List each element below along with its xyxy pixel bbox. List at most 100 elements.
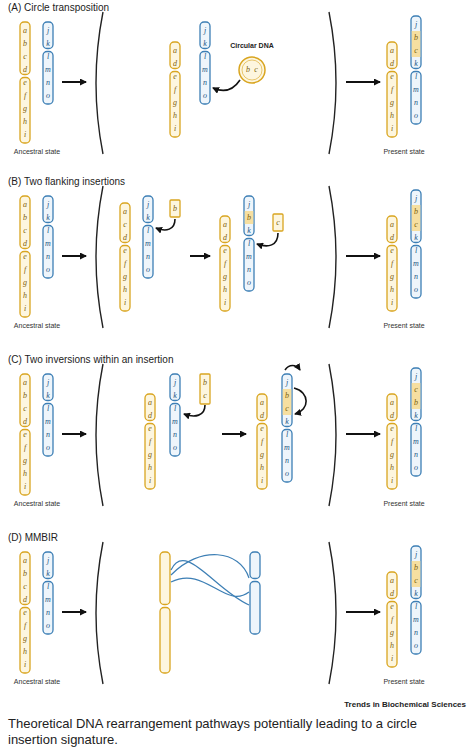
state-label: Present state [344,678,464,685]
gene-letter: i [386,124,398,134]
gene-letter: m [142,239,154,249]
gene-letter: e [386,424,398,434]
chromosome-arm [244,239,254,292]
gene-letter: n [410,98,422,108]
gene-letter: n [199,78,211,88]
template-switch-line [171,555,249,578]
gene-letter: b [19,39,31,49]
chromosome-arm [43,52,53,105]
gene-letter: l [281,430,293,440]
gene-letter: m [42,65,54,75]
gene-letter: h [386,641,398,651]
gene-letter: a [169,46,181,56]
state-label: Ancestral state [0,148,97,155]
chromosome-arm [170,72,180,138]
gene-letter: n [42,608,54,618]
gene-letter: b [19,213,31,223]
gene-letter: d [219,233,231,243]
gene-letter: e [169,72,181,82]
gene-letter: b [410,33,422,43]
gene-letter: f [19,91,31,101]
panel-title: (B) Two flanking insertions [8,176,125,187]
gene-letter: e [19,608,31,618]
gene-letter: k [169,391,181,401]
gene-letter: m [410,85,422,95]
gene-letter: e [386,246,398,256]
gene-letter: d [169,59,181,69]
gene-letter: d [19,595,31,605]
bracket [96,364,103,506]
state-label: Present state [344,500,464,507]
chromosome-arm [411,246,421,299]
gene-letter: c [410,576,422,586]
gene-letter: n [410,272,422,282]
gene-letter: d [386,411,398,421]
chromosome-arm [43,374,53,401]
gene-letter: l [169,404,181,414]
gene-letter: o [281,469,293,479]
gene-letter: c [119,220,131,230]
panel-title: (C) Two inversions within an insertion [8,354,173,365]
gene-letter: i [219,298,231,308]
gene-letter: j [281,378,293,388]
chromosome-arm [244,196,254,236]
insertion-arrow [213,80,240,90]
chromosome-arm [20,22,30,75]
chromosome-arm [20,196,30,249]
gene-letter: g [169,98,181,108]
step-arrow [62,433,86,435]
gene-letter: e [219,246,231,256]
gene-letter: e [144,424,156,434]
gene-letter: b [281,391,293,401]
gene-letter: g [19,104,31,114]
gene-letter: c [272,218,284,228]
chromosome-arm [20,552,30,605]
step-arrow [346,433,380,435]
gene-letter: f [119,259,131,269]
gene-letter: e [386,72,398,82]
state-label: Ancestral state [0,500,97,507]
gene-letter: g [219,272,231,282]
insertion-arrow [257,233,278,246]
gene-letter: i [119,298,131,308]
gene-letter: j [142,200,154,210]
gene-letter: l [199,52,211,62]
gene-letter: e [19,252,31,262]
gene-letter: l [142,226,154,236]
caption: Theoretical DNA rearrangement pathways p… [8,716,466,747]
insertion-arrow [156,219,175,230]
gene-letter: f [386,259,398,269]
chromosome-arm [170,374,180,401]
gene-letter: k [410,59,422,69]
gene-letter: o [410,463,422,473]
gene-letter: k [42,213,54,223]
gene-letter: g [386,272,398,282]
gene-letter: d [144,411,156,421]
gene-letter: f [386,615,398,625]
chromosome-arm [145,424,155,490]
chromosome-arm [250,552,260,579]
gene-letter: m [42,417,54,427]
chromosome-arm [282,374,292,427]
gene-letter: m [410,615,422,625]
gene-letter: j [410,372,422,382]
gene-letter: o [42,621,54,631]
gene-letter: f [386,85,398,95]
chromosome-arm [20,608,30,674]
gene-letter: k [199,39,211,49]
gene-letter: a [256,398,268,408]
gene-letter: d [19,417,31,427]
gene-letter: c [19,404,31,414]
chromosome-arm [20,374,30,427]
gene-letter: g [144,450,156,460]
chromosome-arm [387,394,397,421]
bracket [329,542,336,684]
gene-letter: h [169,111,181,121]
step-arrow [346,81,380,83]
gene-letter: h [19,647,31,657]
step-arrow [222,433,246,435]
chromosome-arm [220,246,230,312]
gene-letter: h [19,117,31,127]
gene-letter: i [144,476,156,486]
circle-label: Circular DNA [192,42,312,49]
